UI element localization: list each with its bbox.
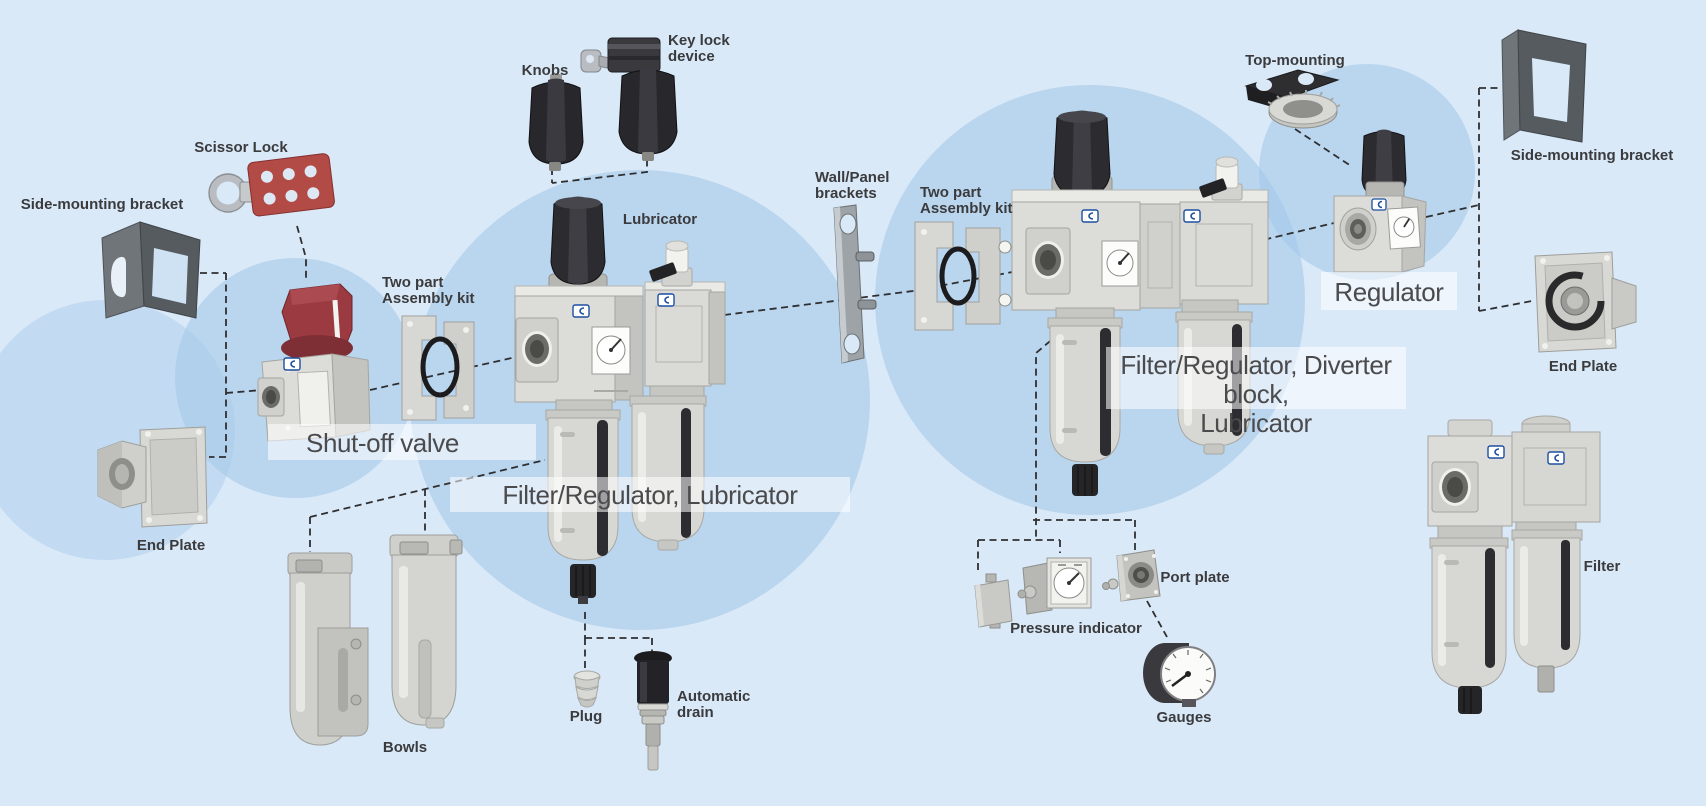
filter-bowl-right [1511, 529, 1583, 693]
band-frl2 [1106, 347, 1406, 409]
regulator-unit [1333, 129, 1427, 273]
gauges-label: Gauges [1156, 709, 1212, 726]
end-plate-left-label: End Plate [136, 537, 206, 554]
key-lock-device [580, 37, 678, 161]
automatic-drain [634, 651, 672, 771]
ckd-logo-icon [572, 304, 590, 318]
frl2-lubricator-dome [1199, 156, 1243, 201]
frl2-filter-bowl [1047, 317, 1123, 463]
ckd-logo-icon [657, 293, 675, 307]
shut-off-valve-label: Shut-off valve [306, 428, 459, 458]
band-frl1 [450, 477, 850, 512]
frl1-unit [514, 196, 726, 604]
scissor-lock [208, 153, 335, 217]
cover-plate [974, 573, 1013, 629]
automatic-drain-label: Automatic drain [677, 688, 751, 721]
wall-panel-brackets-label: Wall/Panel brackets [815, 169, 890, 202]
line-right-column [1425, 87, 1533, 312]
frl1-label: Filter/Regulator, Lubricator [502, 480, 798, 510]
frl2-label: Filter/Regulator, Diverter block, Lubric… [1120, 350, 1392, 438]
filter-label: Filter [1583, 558, 1621, 575]
frl1-lubricator-dome [649, 240, 693, 287]
ckd-logo-icon [1487, 445, 1505, 459]
regulator-label: Regulator [1334, 277, 1444, 307]
mounting-ring [1267, 90, 1341, 129]
frl2-drain-knob [1072, 464, 1098, 496]
band-regulator [1321, 272, 1457, 310]
knob-accessory [528, 74, 584, 171]
gauge-accessory [1143, 643, 1216, 707]
port-plate-label: Port plate [1160, 569, 1230, 586]
bowl-plain [389, 534, 463, 729]
line-bowls [309, 459, 546, 552]
two-part-assembly-kit-left [401, 315, 475, 421]
end-plate-left [97, 426, 208, 528]
frl1-pressure-gauge [591, 326, 631, 375]
end-plate-right [1534, 251, 1637, 353]
port-plate [1102, 549, 1161, 602]
regulator-gauge [1387, 206, 1421, 250]
scissor-lock-label: Scissor Lock [194, 139, 288, 156]
ckd-logo-icon [1183, 209, 1201, 223]
frl2-unit [1011, 110, 1269, 496]
side-mounting-bracket-right [1501, 29, 1587, 143]
wall-panel-bracket [833, 204, 877, 364]
two-part-assembly-kit-right-label: Two part Assembly kit [920, 184, 1013, 217]
filter-unit [1427, 415, 1601, 714]
side-mounting-bracket-left-label: Side-mounting bracket [20, 196, 184, 213]
pressure-indicator-label: Pressure indicator [1010, 620, 1142, 637]
side-mounting-bracket-left [101, 221, 201, 319]
frl1-drain-knob [570, 564, 596, 604]
shut-off-valve-red-knob [281, 283, 353, 361]
frl1-lubricator-bowl [629, 395, 707, 551]
lubricator-label: Lubricator [622, 211, 698, 228]
line-scissor-to-valve [296, 225, 307, 282]
two-part-assembly-kit-left-label: Two part Assembly kit [382, 274, 475, 307]
side-mounting-bracket-right-label: Side-mounting bracket [1510, 147, 1674, 164]
two-part-assembly-kit-right [914, 221, 1012, 331]
line-indicator-cluster [977, 288, 1136, 570]
spare-bowls [287, 534, 463, 746]
bowls-label: Bowls [382, 739, 428, 756]
knobs-label: Knobs [521, 62, 569, 79]
top-mounting-bracket [1244, 69, 1341, 129]
ckd-logo-icon [283, 357, 301, 371]
end-plate-right-label: End Plate [1548, 358, 1618, 375]
bowl-with-guard [287, 552, 369, 746]
plug-label: Plug [569, 708, 603, 725]
filter-bowl-left [1429, 537, 1509, 714]
line-left-column [200, 272, 263, 458]
ckd-logo-icon [1081, 209, 1099, 223]
line-valve-to-frl1 [369, 356, 517, 391]
band-shut-off-valve [268, 424, 536, 460]
line-drain-cluster [584, 612, 653, 669]
line-port-to-gauge [1146, 600, 1168, 638]
pressure-indicator [1017, 557, 1092, 615]
ckd-logo-icon [1547, 451, 1565, 465]
top-mounting-label: Top-mounting [1245, 52, 1345, 69]
ckd-logo-icon [1371, 198, 1387, 211]
key-lock-device-label: Key lock device [668, 32, 730, 65]
plug [573, 670, 601, 708]
frl2-pressure-gauge [1101, 240, 1139, 287]
